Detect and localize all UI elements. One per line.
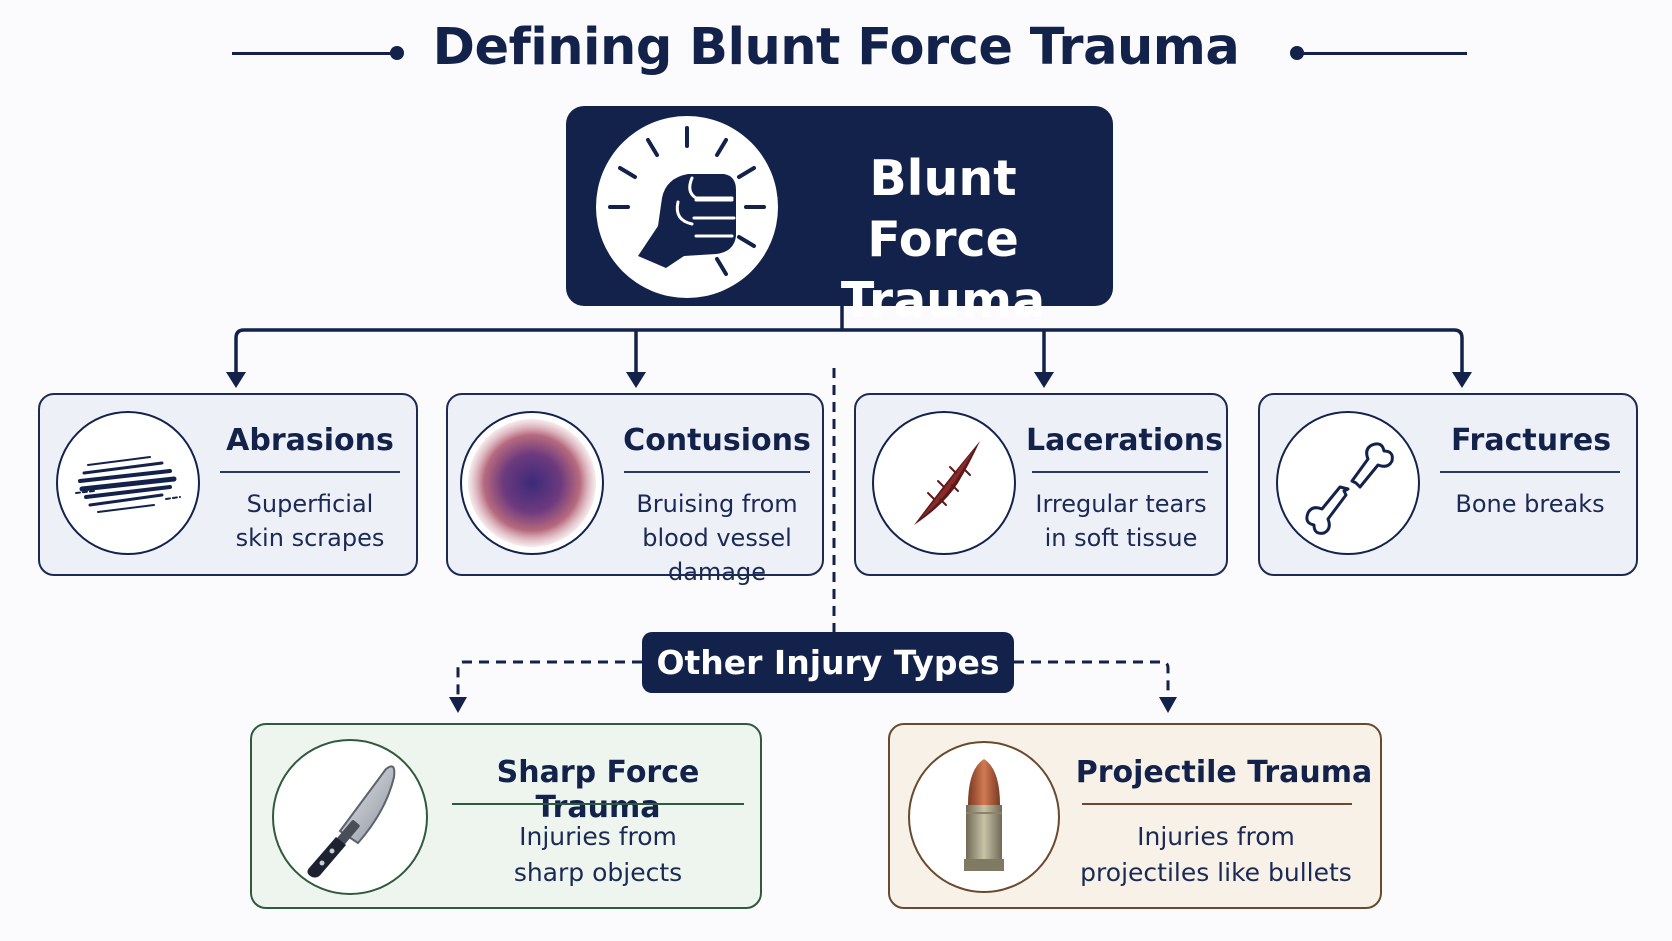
- card-title: Lacerations: [1026, 423, 1223, 458]
- card-desc-line1: Injuries from: [1137, 822, 1295, 851]
- title-dot-left: [390, 46, 404, 60]
- card-desc-line2: projectiles like bullets: [1080, 858, 1352, 887]
- card-desc-line2: blood vessel damage: [642, 524, 792, 586]
- page-title: Defining Blunt Force Trauma: [432, 18, 1240, 77]
- card-desc-line2: sharp objects: [513, 858, 683, 887]
- card-projectile-trauma: Projectile Trauma Injuries from projecti…: [888, 723, 1382, 909]
- card-desc-line1: Superficial: [246, 490, 374, 518]
- card-title: Fractures: [1450, 423, 1612, 458]
- card-lacerations: Lacerations Irregular tears in soft tiss…: [854, 393, 1228, 576]
- card-desc-line1: Bone breaks: [1455, 490, 1605, 518]
- card-divider: [1082, 803, 1352, 805]
- title-line-right: [1302, 52, 1467, 55]
- card-desc-line2: skin scrapes: [235, 524, 385, 552]
- card-divider: [1032, 471, 1208, 473]
- card-description: Bone breaks: [1430, 487, 1630, 521]
- main-label-line2: Trauma: [840, 272, 1046, 329]
- knife-icon: [272, 739, 428, 895]
- card-sharp-force-trauma: Sharp Force Trauma Injuries from sharp o…: [250, 723, 762, 909]
- card-description: Irregular tears in soft tissue: [1020, 487, 1222, 555]
- tear-icon: [872, 411, 1016, 555]
- card-description: Superficial skin scrapes: [208, 487, 412, 555]
- card-abrasions: Abrasions Superficial skin scrapes: [38, 393, 418, 576]
- bruise-icon: [460, 411, 604, 555]
- card-divider: [1440, 471, 1620, 473]
- card-title: Contusions: [623, 423, 811, 458]
- card-desc-line1: Bruising from: [636, 490, 798, 518]
- main-label-line1: Blunt Force: [867, 150, 1019, 268]
- card-desc-line1: Injuries from: [519, 822, 677, 851]
- card-title: Projectile Trauma: [1075, 755, 1373, 790]
- main-label: Blunt Force Trauma: [798, 148, 1088, 331]
- card-fractures: Fractures Bone breaks: [1258, 393, 1638, 576]
- card-divider: [624, 471, 810, 473]
- card-description: Injuries from projectiles like bullets: [1066, 819, 1366, 891]
- card-title: Abrasions: [226, 423, 394, 458]
- card-desc-line1: Irregular tears: [1035, 490, 1207, 518]
- fist-icon: [596, 116, 778, 298]
- blunt-force-trauma-box: Blunt Force Trauma: [566, 106, 1113, 329]
- card-title: Sharp Force Trauma: [496, 755, 700, 825]
- other-injury-types-label: Other Injury Types: [642, 632, 1014, 693]
- card-description: Injuries from sharp objects: [452, 819, 744, 891]
- card-desc-line2: in soft tissue: [1044, 524, 1198, 552]
- card-description: Bruising from blood vessel damage: [598, 487, 836, 589]
- broken-bone-icon: [1276, 411, 1420, 555]
- card-contusions: Contusions Bruising from blood vessel da…: [446, 393, 824, 586]
- scrape-icon: [56, 411, 200, 555]
- card-divider: [452, 803, 744, 805]
- title-dot-right: [1290, 46, 1304, 60]
- title-line-left: [232, 52, 392, 55]
- bullet-icon: [908, 741, 1060, 893]
- card-divider: [220, 471, 400, 473]
